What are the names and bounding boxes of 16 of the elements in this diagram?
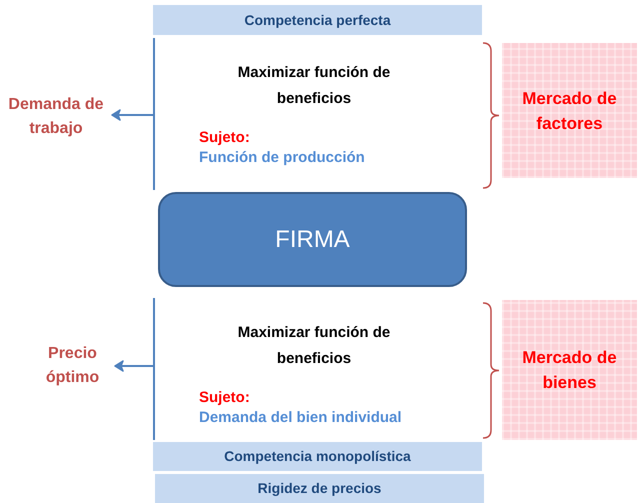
result-label: Precio óptimo xyxy=(44,344,100,388)
label-band: Competencia perfecta xyxy=(153,5,482,35)
label-band: Rigidez de precios xyxy=(155,474,484,503)
arrow xyxy=(114,360,153,372)
constraint-text: Función de producción xyxy=(199,148,365,168)
label-band: Competencia monopolística xyxy=(153,442,482,471)
objective-text: Maximizar función de beneficios xyxy=(236,63,392,109)
result-label: Demanda de trabajo xyxy=(7,95,105,139)
constraint-text: Demanda del bien individual xyxy=(199,408,402,428)
market-box: Mercado de bienes xyxy=(502,300,637,440)
constraint-heading: Sujeto: xyxy=(199,128,250,148)
market-box: Mercado de factores xyxy=(502,43,637,178)
firm-box: FIRMA xyxy=(158,192,467,287)
constraint-heading: Sujeto: xyxy=(199,388,250,408)
objective-text: Maximizar función de beneficios xyxy=(236,323,392,369)
arrow xyxy=(111,109,153,121)
